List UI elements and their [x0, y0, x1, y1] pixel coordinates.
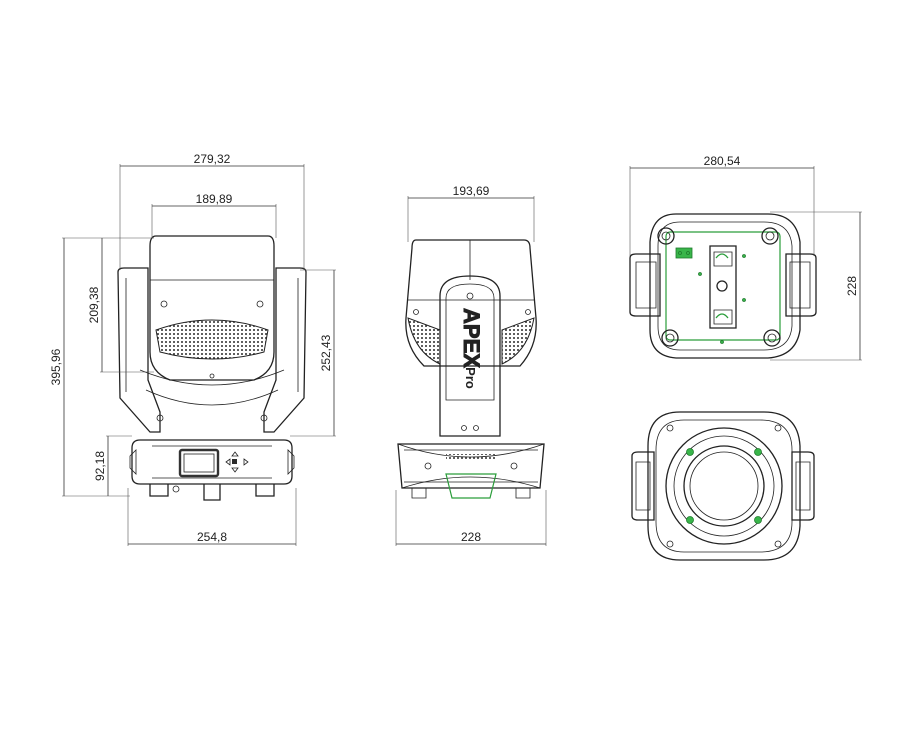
dim-front-base-width: 254,8 [197, 530, 227, 544]
dim-front-head-width: 189,89 [196, 192, 233, 206]
dim-side-head-width: 193,69 [453, 184, 490, 198]
side-view: APEX Pro 193,69 228 [395, 184, 547, 546]
top-view: 280,54 228 [629, 154, 862, 361]
lens-view [631, 411, 815, 561]
dim-front-overall-width: 279,32 [194, 152, 231, 166]
dim-top-depth: 228 [845, 276, 859, 296]
front-view: 279,32 189,89 209,38 395,96 252,43 92,18… [49, 152, 336, 546]
dim-front-head-height: 209,38 [87, 286, 101, 323]
dim-front-yoke-height: 252,43 [319, 334, 333, 371]
side-brand-logo: APEX [459, 308, 484, 368]
side-brand-suffix: Pro [463, 367, 478, 389]
dim-front-total-height: 395,96 [49, 348, 63, 385]
dim-front-base-height: 92,18 [93, 451, 107, 481]
dim-top-width: 280,54 [704, 154, 741, 168]
dim-side-base-width: 228 [461, 530, 481, 544]
